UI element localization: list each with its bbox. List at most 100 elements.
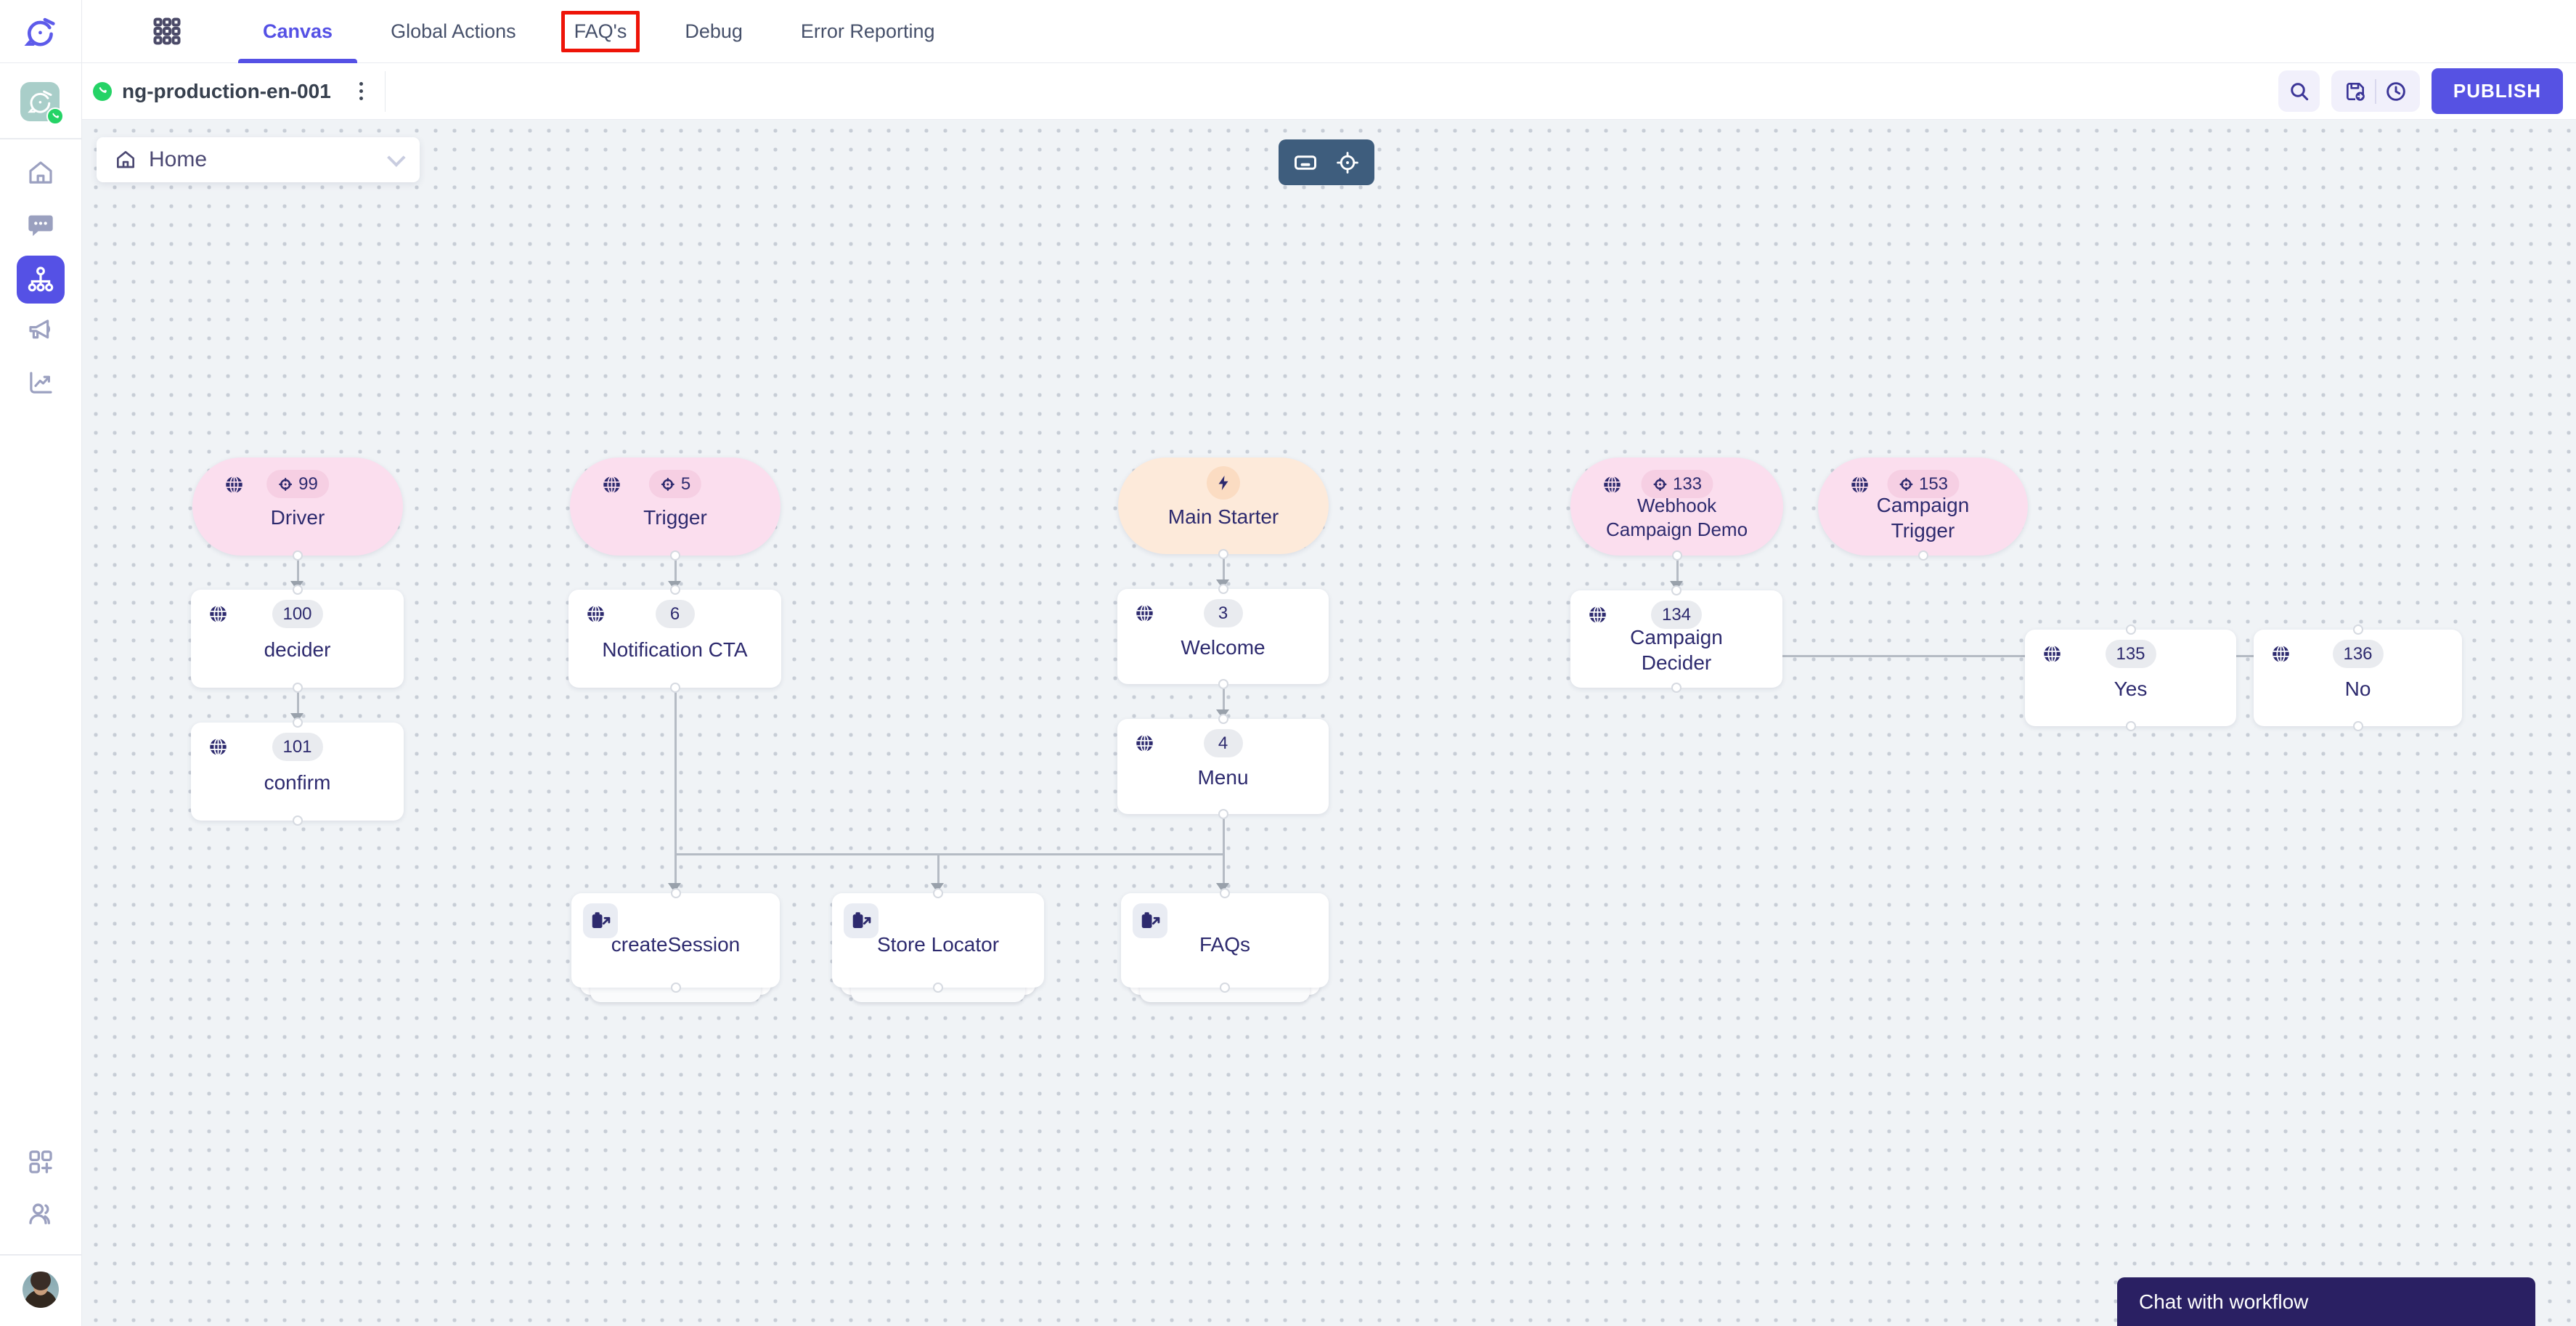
connection-handle[interactable] <box>292 683 303 693</box>
tab-debug[interactable]: Debug <box>685 20 743 42</box>
search-icon <box>2291 82 2309 100</box>
connection-handle[interactable] <box>2125 721 2136 731</box>
sidebar-item-chat[interactable] <box>25 209 57 241</box>
goal-badge: 153 <box>1886 470 1960 498</box>
goal-target-icon <box>1899 477 1912 491</box>
goal-target-icon <box>1652 477 1666 491</box>
node-label: Trigger <box>643 506 707 529</box>
flow-level-dropdown[interactable]: Home <box>97 137 420 182</box>
node-confirm[interactable]: 101 confirm <box>191 717 404 826</box>
chat-with-workflow-button[interactable]: Chat with workflow <box>2117 1277 2535 1326</box>
connection-handle[interactable] <box>2352 625 2363 635</box>
node-id-badge: 100 <box>272 600 323 628</box>
globe-icon <box>1602 475 1622 495</box>
connection-handle[interactable] <box>1220 888 1230 898</box>
keyboard-shortcuts-button[interactable] <box>1289 147 1321 179</box>
connection-handle[interactable] <box>2125 625 2136 635</box>
connection-handle[interactable] <box>2352 721 2363 731</box>
node-label: Welcome <box>1181 636 1265 659</box>
save-history-group <box>2331 70 2420 112</box>
edge <box>1676 556 1679 582</box>
node-decider[interactable]: 100 decider <box>191 585 404 693</box>
connection-handle[interactable] <box>670 550 680 561</box>
connection-handle[interactable] <box>1218 549 1228 559</box>
whatsapp-badge-icon <box>46 107 64 125</box>
node-campaign-decider[interactable]: 134 Campaign Decider <box>1570 585 1782 693</box>
connection-handle[interactable] <box>933 888 943 898</box>
connection-handle[interactable] <box>1218 809 1228 819</box>
subflow-chip <box>844 903 879 938</box>
connection-handle[interactable] <box>670 983 681 993</box>
sidebar-item-team[interactable] <box>25 1198 57 1230</box>
node-label: Driver <box>270 506 325 529</box>
publish-button[interactable]: PUBLISH <box>2431 68 2563 114</box>
workflow-menu-button[interactable] <box>347 77 376 106</box>
sidebar-item-home[interactable] <box>25 157 57 189</box>
line-chart-icon <box>30 372 52 394</box>
node-store-locator[interactable]: Store Locator <box>832 888 1044 993</box>
node-no[interactable]: 136 No <box>2254 625 2462 731</box>
tab-global-actions[interactable]: Global Actions <box>391 20 516 42</box>
recenter-button[interactable] <box>1332 147 1364 179</box>
connection-handle[interactable] <box>670 888 681 898</box>
top-navbar: Canvas Global Actions FAQ's Debug Error … <box>82 0 2576 63</box>
connection-handle[interactable] <box>292 717 303 728</box>
connection-handle[interactable] <box>1671 683 1682 693</box>
node-id-badge: 4 <box>1203 729 1243 757</box>
node-main-starter[interactable]: Main Starter <box>1118 457 1329 559</box>
connection-handle[interactable] <box>1218 714 1228 724</box>
app-logo-icon[interactable] <box>24 16 56 48</box>
node-label: Webhook Campaign Demo <box>1605 495 1748 540</box>
node-label: Yes <box>2114 678 2148 700</box>
sidebar-item-flows-active[interactable] <box>17 256 65 304</box>
sidebar <box>0 0 82 1326</box>
connection-handle[interactable] <box>933 983 943 993</box>
globe-icon <box>1135 603 1154 623</box>
connection-handle[interactable] <box>293 550 303 561</box>
node-yes[interactable]: 135 Yes <box>2025 625 2236 731</box>
node-label: Main Starter <box>1167 505 1279 528</box>
goal-badge: 99 <box>266 470 329 498</box>
members-icon <box>29 1203 51 1224</box>
node-campaign-trigger[interactable]: 153 Campaign Trigger <box>1818 457 2028 561</box>
connection-handle[interactable] <box>292 815 303 826</box>
connection-handle[interactable] <box>1671 585 1682 595</box>
node-create-session[interactable]: createSession <box>571 888 780 993</box>
connection-handle[interactable] <box>1218 584 1228 594</box>
version-history-button[interactable] <box>2376 70 2416 112</box>
node-notification-cta[interactable]: 6 Notification CTA <box>568 585 781 693</box>
user-avatar[interactable] <box>23 1272 59 1308</box>
connection-handle[interactable] <box>1220 983 1230 993</box>
starter-badge <box>1207 466 1240 500</box>
tab-error-reporting[interactable]: Error Reporting <box>800 20 935 42</box>
subflow-chip <box>583 903 618 938</box>
bot-avatar-tile[interactable] <box>20 82 64 125</box>
node-webhook-campaign-demo[interactable]: 133 Webhook Campaign Demo <box>1570 457 1783 561</box>
app-grid-icon[interactable] <box>151 15 183 47</box>
chevron-down-icon <box>387 148 406 167</box>
goal-target-icon <box>661 477 674 491</box>
node-welcome[interactable]: 3 Welcome <box>1117 584 1329 689</box>
flow-canvas[interactable]: Home <box>82 120 2576 1326</box>
edge <box>296 688 299 714</box>
tab-canvas[interactable]: Canvas <box>234 0 362 63</box>
connection-handle[interactable] <box>1671 550 1682 561</box>
megaphone-icon <box>29 320 50 339</box>
search-button[interactable] <box>2278 70 2320 112</box>
apps-plus-icon <box>29 1150 52 1174</box>
node-trigger[interactable]: 5 Trigger <box>570 457 780 561</box>
connection-handle[interactable] <box>1218 679 1228 689</box>
tab-faqs[interactable]: FAQ's <box>545 0 656 63</box>
connection-handle[interactable] <box>1917 550 1928 561</box>
node-label: Menu <box>1197 766 1249 789</box>
connection-handle[interactable] <box>292 585 303 595</box>
sidebar-item-apps[interactable] <box>25 1146 57 1178</box>
node-menu[interactable]: 4 Menu <box>1117 714 1329 819</box>
connection-handle[interactable] <box>669 683 680 693</box>
node-faqs[interactable]: FAQs <box>1121 888 1329 993</box>
node-driver[interactable]: 99 Driver <box>192 457 403 561</box>
sidebar-item-analytics[interactable] <box>25 367 57 399</box>
sidebar-item-broadcast[interactable] <box>25 314 57 346</box>
connection-handle[interactable] <box>669 585 680 595</box>
save-export-button[interactable] <box>2336 70 2375 112</box>
